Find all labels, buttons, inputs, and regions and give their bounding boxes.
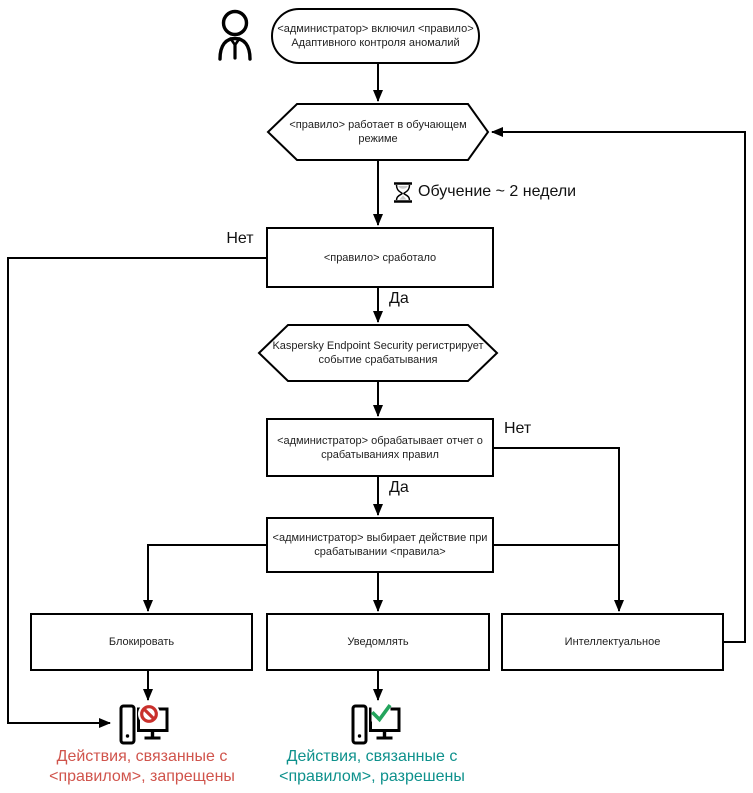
block-action-text: Блокировать xyxy=(31,614,252,670)
registers-event-text: Kaspersky Endpoint Security регистрирует… xyxy=(259,325,497,381)
admin-action-text: <администратор> выбирает действие при ср… xyxy=(267,518,493,572)
text-line: срабатываниях правил xyxy=(321,448,439,461)
text-line: режиме xyxy=(358,133,398,145)
no-label-rule: Нет xyxy=(226,230,254,247)
start-event-text: <администратор> включил <правило> Адапти… xyxy=(272,9,479,63)
text-line: Действия, связанные с xyxy=(56,748,228,765)
text-line: Действия, связанные с xyxy=(286,748,458,765)
text-line: событие срабатывания xyxy=(318,354,438,366)
rule-triggered-text: <правило> сработало xyxy=(267,228,493,287)
edge-no-report-to-smart xyxy=(493,447,624,612)
training-duration-label: Обучение ~ 2 недели xyxy=(418,183,577,200)
check-icon xyxy=(370,703,392,723)
edge-no-to-blocked-result xyxy=(7,257,267,728)
administrator-icon xyxy=(218,9,252,61)
block-action-box xyxy=(30,613,253,671)
text-line: <администратор> включил <правило> xyxy=(277,23,474,35)
smart-action-box xyxy=(501,613,724,671)
text-line: <администратор> выбирает действие при xyxy=(272,532,488,544)
edge-action-to-block xyxy=(143,544,267,612)
admin-action-box xyxy=(266,517,494,573)
notify-action-box xyxy=(266,613,490,671)
text-line: <правилом>, разрешены xyxy=(279,768,465,785)
notify-action-text: Уведомлять xyxy=(267,614,489,670)
hourglass-icon xyxy=(394,182,412,203)
text-line: срабатывании <правила> xyxy=(314,546,446,558)
smart-action-text: Интеллектуальное xyxy=(502,614,723,670)
training-mode-hexagon xyxy=(266,103,490,161)
text-line: Блокировать xyxy=(108,636,175,648)
text-line: <администратор> обрабатывает отчет о xyxy=(277,434,483,447)
rule-triggered-box xyxy=(266,227,494,288)
admin-report-box xyxy=(266,418,494,477)
yes-label-rule: Да xyxy=(389,290,409,307)
admin-report-text: <администратор> обрабатывает отчет о сра… xyxy=(267,419,493,476)
blocked-computer-icon xyxy=(119,703,169,745)
registers-event-hexagon xyxy=(257,324,499,382)
allowed-computer-icon xyxy=(351,703,401,745)
text-line: <правилом>, запрещены xyxy=(49,768,235,785)
text-line: Интеллектуальное xyxy=(564,636,661,648)
result-blocked-text: Действия, связанные с <правилом>, запрещ… xyxy=(33,747,251,787)
edge-smart-feedback-to-training xyxy=(491,127,746,643)
training-mode-text: <правило> работает в обучающем режиме xyxy=(268,104,488,160)
no-label-report: Нет xyxy=(504,420,532,437)
yes-label-report: Да xyxy=(389,479,409,496)
connectors xyxy=(7,63,746,728)
text-line: Kaspersky Endpoint Security регистрирует xyxy=(272,340,484,352)
result-allowed-text: Действия, связанные с <правилом>, разреш… xyxy=(266,747,478,787)
text-line: Уведомлять xyxy=(347,636,409,648)
text-line: <правило> сработало xyxy=(323,251,437,264)
text-line: Адаптивного контроля аномалий xyxy=(291,37,460,49)
start-node-shape xyxy=(271,8,480,64)
nodes xyxy=(30,8,724,671)
text-line: <правило> работает в обучающем xyxy=(289,119,467,131)
